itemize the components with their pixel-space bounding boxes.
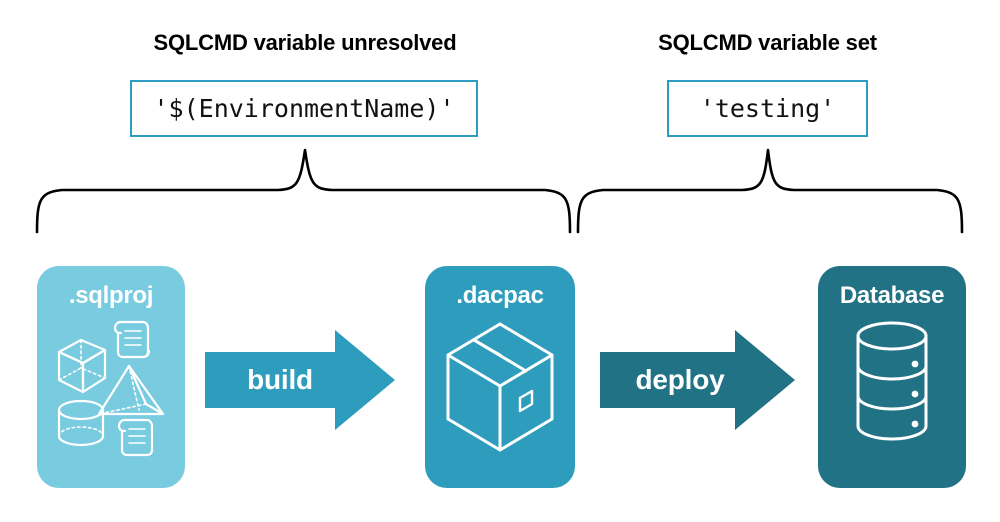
arrow-label-build: build [247,364,313,395]
database-artwork [818,314,966,464]
brace-right [576,148,964,234]
package-box-icon [446,322,554,452]
dacpac-artwork [425,314,575,464]
stage-box-database: Database [818,266,966,488]
cube-wireframe-icon [57,338,107,394]
stage-box-sqlproj: .sqlproj [37,266,185,488]
cylinder-wireframe-icon [57,399,105,447]
database-cylinder-icon [856,321,928,441]
value-box-testing: 'testing' [667,80,868,137]
value-box-environment-name: '$(EnvironmentName)' [130,80,478,137]
stage-label-sqlproj: .sqlproj [68,282,154,309]
group-heading-unresolved: SQLCMD variable unresolved [153,30,457,55]
arrow-label-deploy: deploy [635,364,725,395]
sqlproj-object-icons [57,320,165,457]
sqlproj-artwork [37,314,185,464]
stage-label-dacpac: .dacpac [456,282,544,309]
scroll-icon [117,418,154,457]
stage-box-dacpac: .dacpac [425,266,575,488]
arrow-deploy [600,330,795,430]
stage-label-database: Database [839,282,945,309]
brace-left [35,148,572,234]
group-heading-set: SQLCMD variable set [658,30,877,55]
scroll-icon [113,320,151,359]
pyramid-wireframe-icon [97,364,165,416]
arrow-build [205,330,395,430]
